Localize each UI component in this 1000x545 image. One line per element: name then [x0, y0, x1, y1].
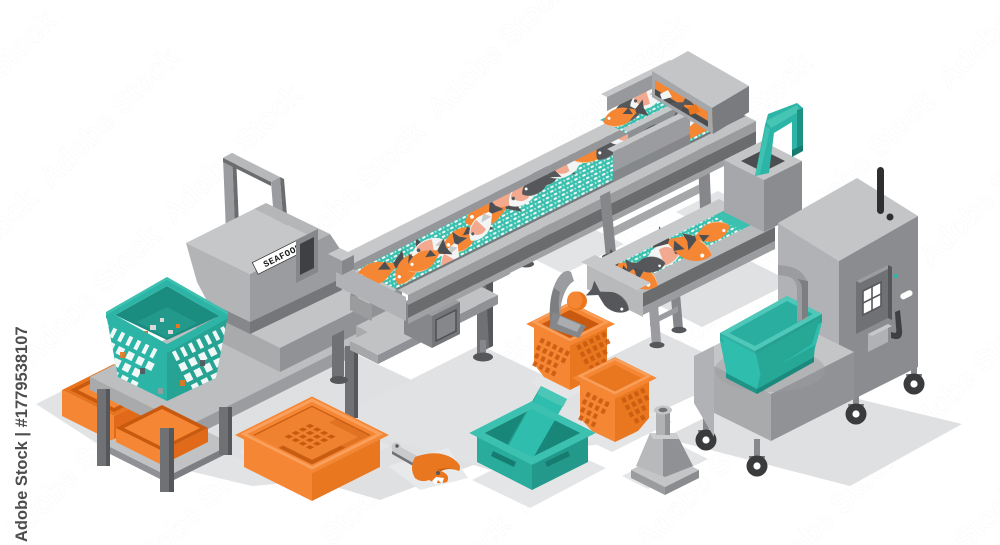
- svg-text:Adobe Stock | #1779538107: Adobe Stock | #1779538107: [13, 326, 31, 542]
